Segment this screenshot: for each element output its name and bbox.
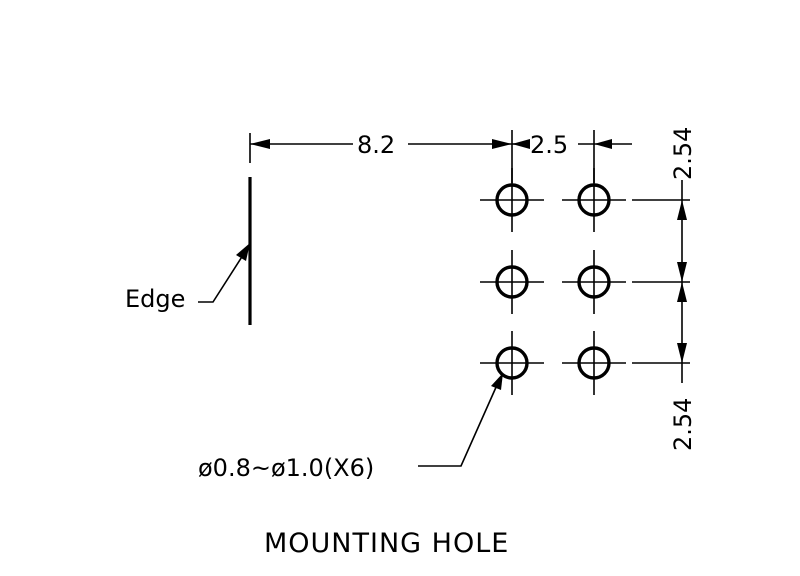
dim-2-5-arrow-right: [594, 139, 612, 149]
edge-leader-arrowhead: [236, 243, 250, 261]
dim-2-5-label: 2.5: [530, 131, 568, 159]
edge-leader-line: [198, 251, 246, 303]
dim-2-54-bottom-arrow-down: [677, 343, 687, 363]
hole-callout-arrowhead: [491, 373, 503, 390]
hole-callout-leader-line: [418, 384, 498, 467]
dim-8-2-arrow-left: [250, 139, 270, 149]
dim-2-54-bottom-label: 2.54: [669, 398, 697, 451]
dim-8-2-label: 8.2: [357, 131, 395, 159]
dim-2-54-bottom-arrow-up: [677, 282, 687, 302]
drawing-title: MOUNTING HOLE: [264, 528, 509, 559]
dim-2-54-top-arrow-up: [677, 200, 687, 220]
dim-2-54-top-label: 2.54: [669, 127, 697, 180]
hole-callout-label: ø0.8~ø1.0(X6): [198, 454, 374, 482]
edge-label: Edge: [125, 285, 185, 313]
dim-2-5-arrow-left: [512, 139, 530, 149]
hole-grid: [480, 168, 626, 395]
dim-2-54-top-arrow-down: [677, 262, 687, 282]
dim-8-2-arrow-right: [492, 139, 512, 149]
